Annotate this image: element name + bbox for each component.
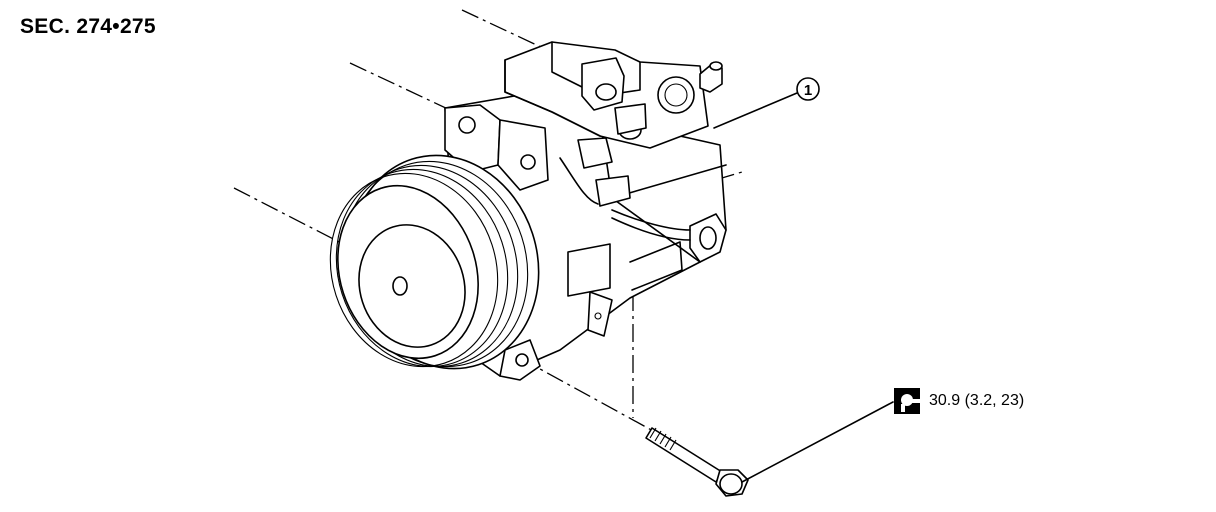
callout-number: 1 [804,82,812,99]
clutch-pulley [329,154,540,370]
section-reference: SEC. 274•275 [20,15,156,38]
torque-spec: 30.9 (3.2, 23) [929,392,1025,409]
torque-wrench-icon [894,388,921,414]
mounting-bolt [645,401,894,497]
callout-1: 1 [713,77,820,129]
